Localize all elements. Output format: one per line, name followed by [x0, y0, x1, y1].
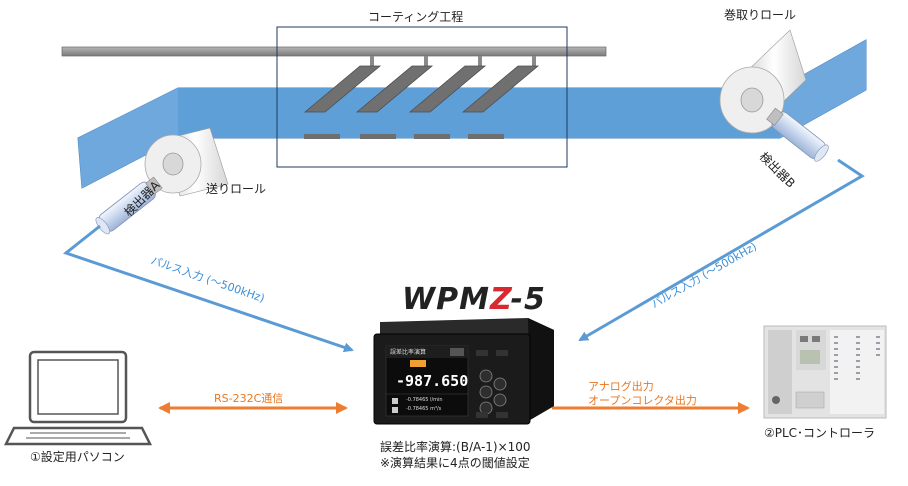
- device-screen-title: 誤差比率演算: [390, 349, 427, 356]
- open-collector-output-label: オープンコレクタ出力: [588, 394, 697, 407]
- product-logo: WPMZ-5: [402, 282, 546, 317]
- laptop-icon: [3, 350, 153, 446]
- plc-controller-image: [763, 325, 887, 419]
- winding-roll-label: 巻取りロール: [724, 8, 797, 22]
- device-sub-value-2: -0.78465 m³/s: [406, 406, 442, 412]
- pulse-arrow-left: [62, 224, 354, 353]
- wpmz5-device: [373, 318, 554, 425]
- coating-process-box: [276, 26, 568, 168]
- device-main-value: -987.650: [396, 372, 469, 390]
- winding-roll: [719, 29, 807, 134]
- detector-b-sensor: [766, 107, 829, 162]
- device-sub-value-1: -0.78465 l/min: [406, 397, 443, 403]
- coating-heads: [303, 56, 540, 139]
- pc-label: ①設定用パソコン: [30, 450, 125, 464]
- feed-roll: [144, 127, 229, 197]
- plc-label: ②PLC･コントローラ: [764, 426, 876, 440]
- pulse-arrow-right: [578, 158, 865, 342]
- logo-z: Z: [489, 282, 511, 317]
- analog-output-label: アナログ出力: [588, 380, 654, 393]
- logo-prefix: WPM: [402, 282, 490, 317]
- logo-suffix: -5: [510, 282, 546, 317]
- coating-rail: [61, 46, 607, 57]
- threshold-note-label: ※演算結果に4点の閾値設定: [380, 456, 530, 470]
- formula-label: 誤差比率演算:(B/A-1)×100: [380, 440, 531, 454]
- rs232c-label: RS-232C通信: [214, 392, 284, 405]
- detector-a-sensor: [95, 176, 163, 235]
- coating-process-label: コーティング工程: [368, 10, 464, 24]
- feed-roll-label: 送りロール: [206, 182, 267, 196]
